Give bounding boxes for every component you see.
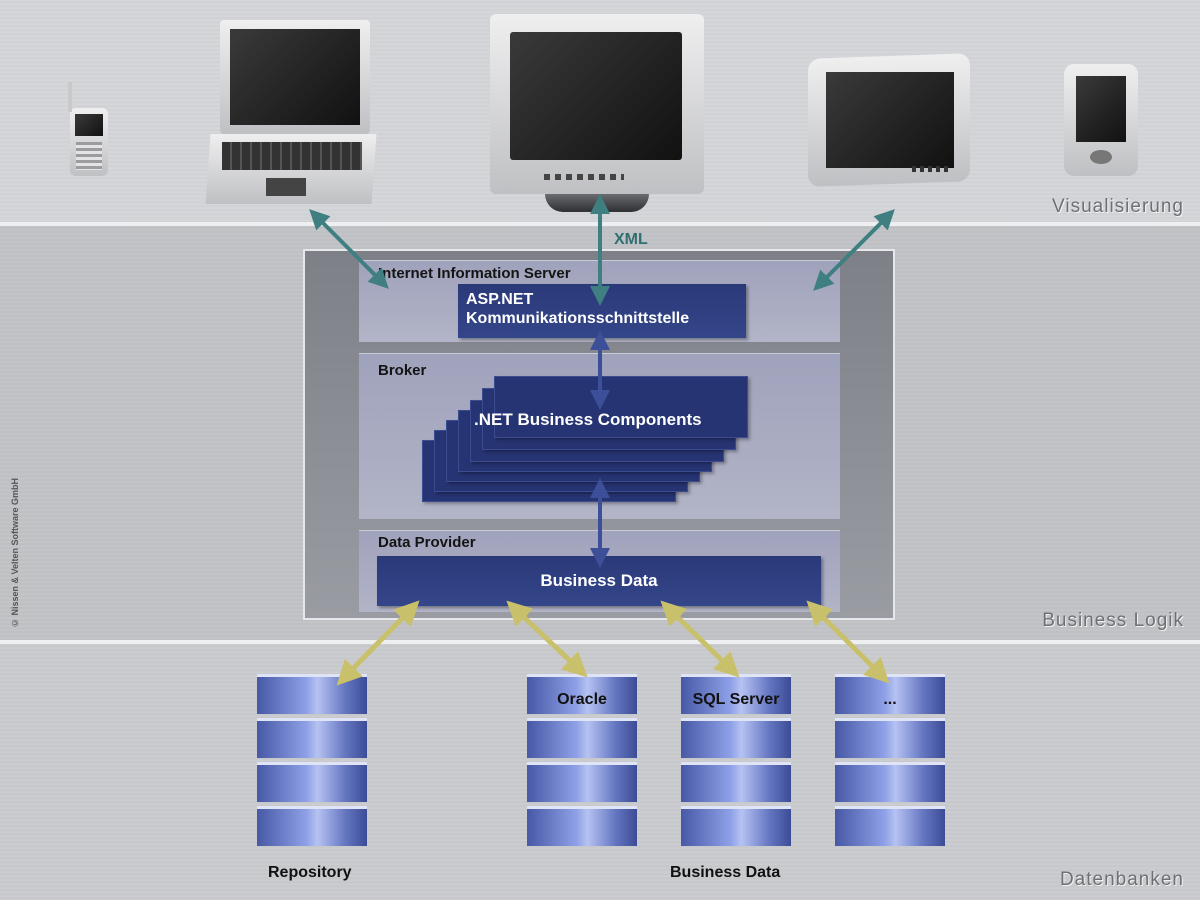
visualization-label: Visualisierung <box>1052 196 1184 217</box>
communication-interface-label: Kommunikationsschnittstelle <box>466 310 690 327</box>
tablet-pc-icon <box>808 53 970 187</box>
xml-label: XML <box>614 231 648 248</box>
laptop-icon <box>205 20 377 204</box>
mobile-phone-icon <box>64 82 108 176</box>
component-card <box>494 376 748 438</box>
data-sqlserver-arrow <box>660 600 740 678</box>
pda-icon <box>1064 64 1138 176</box>
band-divider <box>0 640 1200 644</box>
asp-net-label: ASP.NET <box>466 291 534 308</box>
laptop-iis-arrow <box>309 209 389 289</box>
oracle-database-icon <box>527 674 637 850</box>
data-provider-title: Data Provider <box>378 534 476 551</box>
business-logic-label: Business Logik <box>1042 610 1184 631</box>
business-components-label: .NET Business Components <box>474 410 702 429</box>
other-db-label: ... <box>883 691 897 708</box>
iis-title: Internet Information Server <box>378 265 571 282</box>
broker-title: Broker <box>378 362 427 379</box>
sql-server-label: SQL Server <box>692 691 780 708</box>
repository-database-icon <box>257 674 367 850</box>
tablet-iis-arrow <box>813 209 895 291</box>
databases-label: Datenbanken <box>1059 869 1184 890</box>
business-data-label: Business Data <box>670 864 781 881</box>
oracle-label: Oracle <box>557 691 607 708</box>
crt-monitor-icon <box>490 14 704 212</box>
data-oracle-arrow <box>506 600 588 678</box>
data-other-arrow <box>806 600 890 684</box>
data-repository-arrow <box>336 600 420 686</box>
repository-label: Repository <box>268 864 352 881</box>
